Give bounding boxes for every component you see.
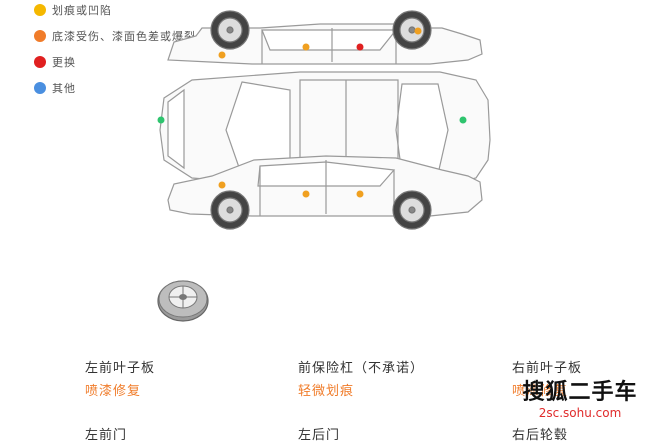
part-right-front-fender: 右前叶子板 喷漆修复 — [512, 357, 582, 399]
part-name: 右后轮毂 — [512, 428, 569, 443]
part-status: 喷漆修复 — [85, 384, 142, 399]
car-diagram — [157, 10, 491, 230]
wheel-icon — [210, 10, 250, 50]
legend-item-replace: 更换 — [34, 54, 76, 70]
legend-label: 划痕或凹陷 — [52, 4, 112, 17]
legend-label: 其他 — [52, 82, 76, 95]
part-right-rear-wheel: 右后轮毂 — [512, 424, 568, 443]
part-left-front-door: 左前门 — [85, 424, 127, 443]
legend-item-other: 其他 — [34, 80, 76, 96]
wheel-icon — [210, 190, 250, 230]
car-top-view — [159, 71, 491, 187]
damage-marker[interactable] — [302, 190, 310, 198]
wheel-icon — [392, 10, 432, 50]
orange-dot-icon — [34, 30, 46, 42]
damage-marker[interactable] — [218, 181, 226, 189]
legend-item-scratch: 划痕或凹陷 — [34, 2, 112, 18]
spare-tire-icon — [157, 280, 209, 322]
red-dot-icon — [34, 56, 46, 68]
logo-text: 搜狐二手车 — [522, 380, 638, 405]
damage-marker[interactable] — [302, 43, 310, 51]
part-left-rear-door: 左后门 — [298, 424, 340, 443]
yellow-dot-icon — [34, 4, 46, 16]
wheel-icon — [392, 190, 432, 230]
part-status: 轻微划痕 — [298, 384, 355, 399]
damage-marker[interactable] — [218, 51, 226, 59]
part-name: 左后门 — [298, 428, 341, 443]
other-marker[interactable] — [157, 116, 165, 124]
logo-url: 2sc.sohu.com — [538, 406, 622, 420]
sohu-watermark-logo: 搜狐二手车 2sc.sohu.com — [520, 380, 640, 420]
part-name: 前保险杠（不承诺） — [298, 361, 425, 376]
part-left-front-fender: 左前叶子板 喷漆修复 — [85, 357, 155, 399]
part-front-bumper: 前保险杠（不承诺） 轻微划痕 — [298, 357, 424, 399]
damage-marker[interactable] — [356, 190, 364, 198]
part-status: 喷漆修复 — [512, 384, 569, 399]
part-name: 右前叶子板 — [512, 361, 583, 376]
part-name: 左前门 — [85, 428, 128, 443]
blue-dot-icon — [34, 82, 46, 94]
part-name: 左前叶子板 — [85, 361, 156, 376]
replace-marker[interactable] — [356, 43, 364, 51]
other-marker[interactable] — [459, 116, 467, 124]
damage-marker[interactable] — [414, 27, 422, 35]
legend-label: 更换 — [52, 56, 76, 69]
